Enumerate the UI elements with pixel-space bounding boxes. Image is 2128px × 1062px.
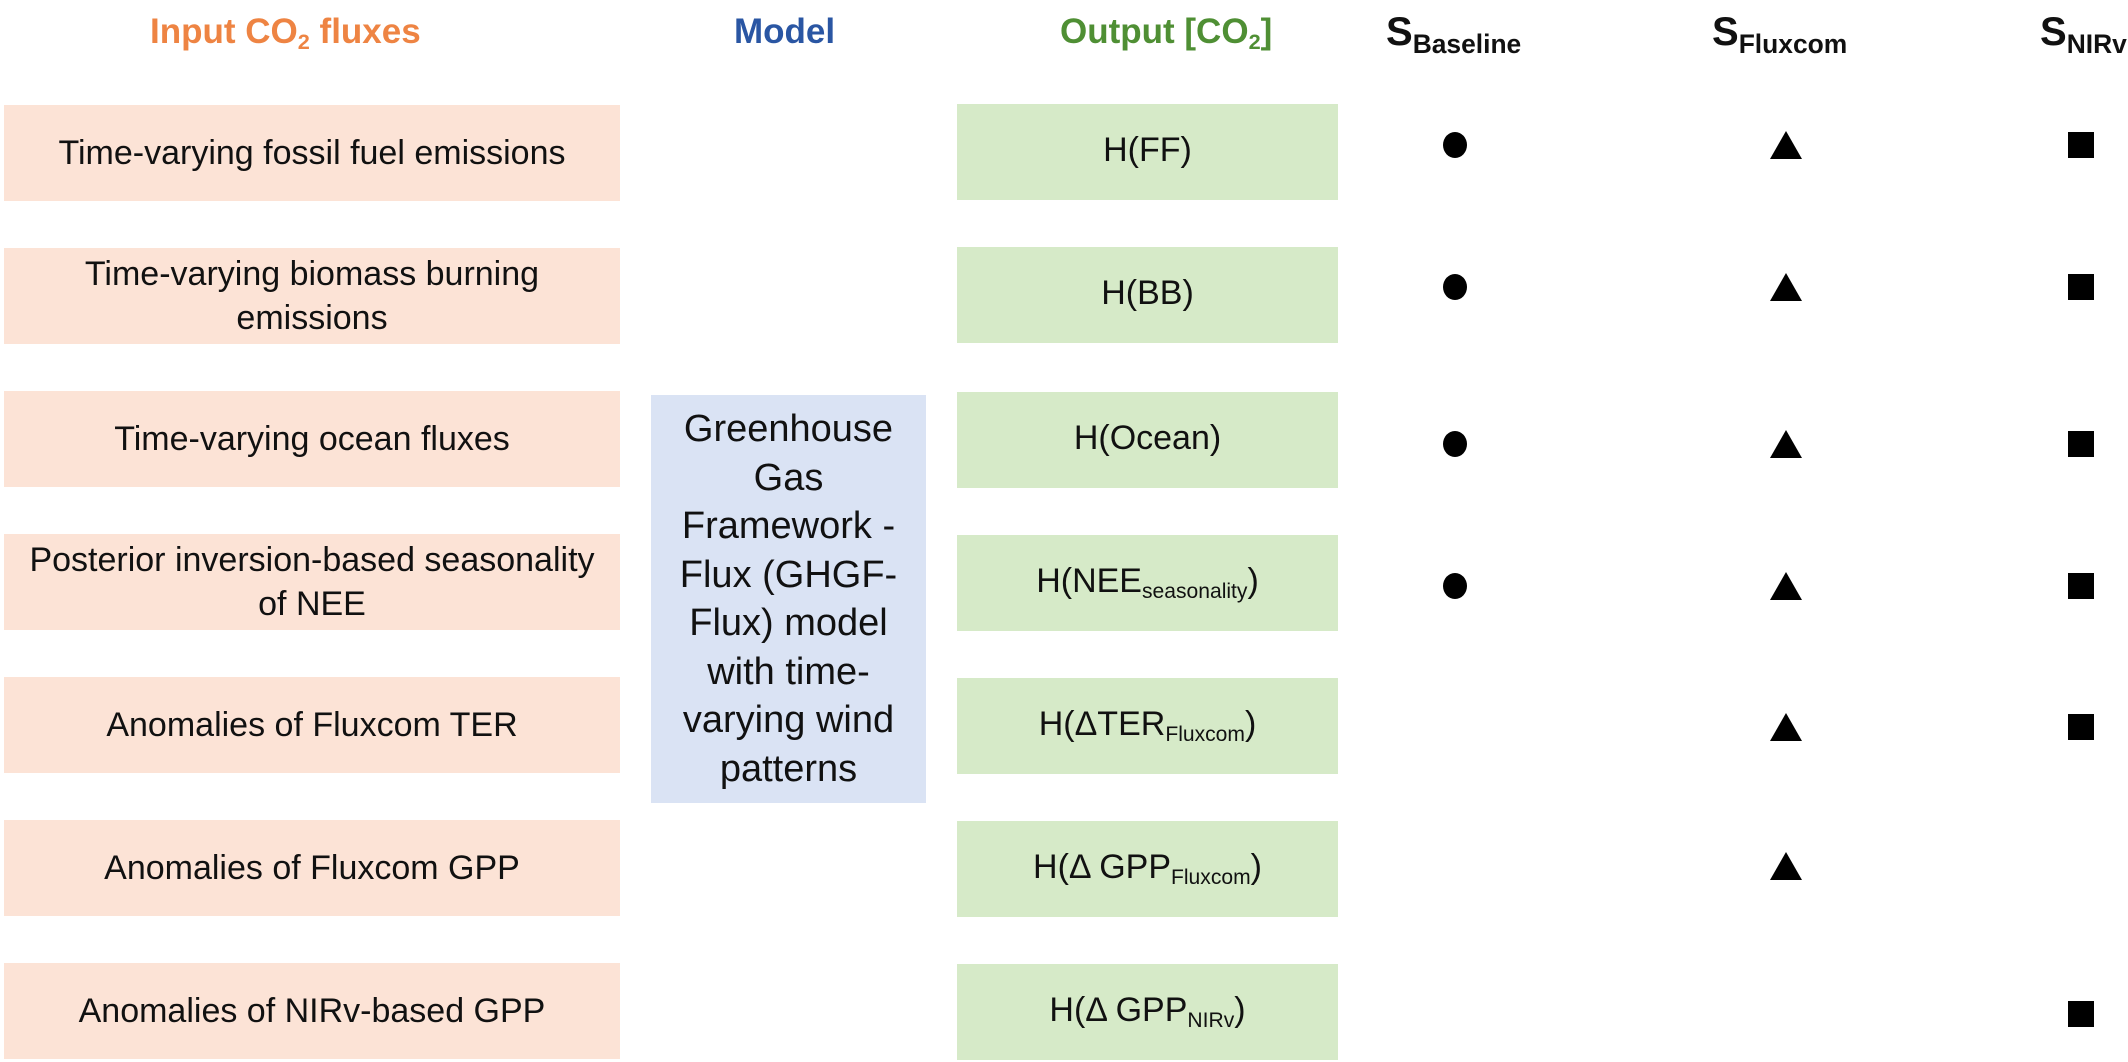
triangle-marker [1770, 273, 1802, 301]
header-s-nirv: SNIRv [2040, 10, 2127, 60]
circle-marker [1443, 573, 1467, 599]
header-s-baseline: SBaseline [1386, 10, 1522, 60]
circle-marker [1443, 132, 1467, 158]
triangle-marker [1770, 852, 1802, 880]
input-flux-box: Time-varying fossil fuel emissions [4, 105, 620, 201]
input-flux-box: Time-varying biomass burning emissions [4, 248, 620, 344]
triangle-marker [1770, 572, 1802, 600]
triangle-marker [1770, 713, 1802, 741]
square-marker [2068, 573, 2094, 599]
header-model: Model [734, 12, 836, 51]
square-marker [2068, 1001, 2094, 1027]
header-output-co2: Output [CO2] [1060, 12, 1273, 55]
input-flux-box: Anomalies of NIRv-based GPP [4, 963, 620, 1059]
square-marker [2068, 274, 2094, 300]
input-flux-box: Anomalies of Fluxcom TER [4, 677, 620, 773]
circle-marker [1443, 274, 1467, 300]
square-marker [2068, 132, 2094, 158]
input-flux-box: Posterior inversion-based seasonality of… [4, 534, 620, 630]
model-box: Greenhouse Gas Framework - Flux (GHGF-Fl… [651, 395, 926, 803]
output-co2-box: H(BB) [957, 247, 1338, 343]
output-co2-box: H(FF) [957, 104, 1338, 200]
output-co2-box: H(Ocean) [957, 392, 1338, 488]
triangle-marker [1770, 131, 1802, 159]
triangle-marker [1770, 430, 1802, 458]
output-co2-box: H(ΔTERFluxcom) [957, 678, 1338, 774]
output-co2-box: H(Δ GPPFluxcom) [957, 821, 1338, 917]
header-input-fluxes: Input CO2 fluxes [150, 12, 421, 55]
input-flux-box: Time-varying ocean fluxes [4, 391, 620, 487]
input-flux-box: Anomalies of Fluxcom GPP [4, 820, 620, 916]
header-s-fluxcom: SFluxcom [1712, 10, 1848, 60]
square-marker [2068, 714, 2094, 740]
output-co2-box: H(Δ GPPNIRv) [957, 964, 1338, 1060]
square-marker [2068, 431, 2094, 457]
circle-marker [1443, 431, 1467, 457]
output-co2-box: H(NEEseasonality) [957, 535, 1338, 631]
